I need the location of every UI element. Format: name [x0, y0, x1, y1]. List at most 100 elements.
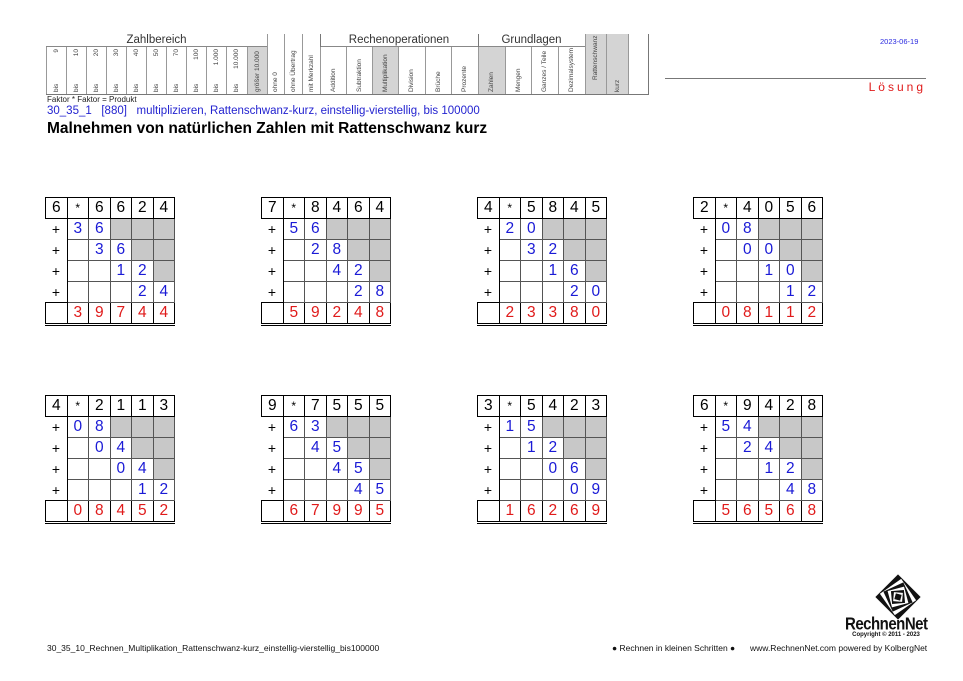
exercise-table: 6 * 6 6 2 4 + 3 6 + 3 6 — [45, 197, 175, 326]
empty-cell — [736, 458, 759, 480]
result-digit: 3 — [541, 302, 564, 326]
range-bis: bis — [92, 83, 100, 92]
range-bis: bis — [52, 83, 60, 92]
factor: 3 — [477, 395, 500, 417]
plus-sign: + — [693, 218, 716, 240]
empty-cell — [757, 479, 780, 501]
result-digit: 5 — [282, 302, 305, 326]
basics-label: Ganzes / Teile — [541, 50, 548, 92]
partial-digit: 0 — [563, 479, 586, 501]
extra-kurz: kurz — [606, 34, 628, 94]
op-label: Brüche — [434, 71, 442, 92]
solution-label: Lösung — [868, 80, 926, 94]
page-title: Malnehmen von natürlichen Zahlen mit Rat… — [47, 120, 488, 137]
partial-digit: 3 — [88, 239, 111, 261]
divider — [46, 94, 649, 95]
empty-cell — [498, 239, 521, 261]
number-digit: 6 — [800, 197, 823, 219]
op-multiplikation: Multiplikation — [372, 47, 398, 94]
plus-sign: + — [261, 458, 284, 480]
result-digit: 2 — [800, 302, 823, 326]
partial-digit: 0 — [736, 239, 759, 261]
partial-digit: 4 — [325, 458, 348, 480]
number-digit: 2 — [563, 395, 586, 417]
option-mit-merkzahl: mit Merkzahl — [302, 34, 320, 94]
shaded-cell — [584, 260, 607, 282]
range-value: 9 — [52, 49, 60, 53]
partial-digit: 1 — [109, 260, 132, 282]
partial-digit: 8 — [325, 239, 348, 261]
plus-sign: + — [261, 416, 284, 438]
shaded-cell — [800, 458, 823, 480]
shaded-cell — [800, 437, 823, 459]
option-label: ohne 0 — [272, 72, 279, 92]
result-digit: 1 — [757, 302, 780, 326]
shaded-cell — [584, 437, 607, 459]
partial-digit: 2 — [541, 437, 564, 459]
result-digit: 2 — [325, 302, 348, 326]
partial-row: + 1 5 — [477, 416, 607, 438]
empty-cell — [109, 281, 132, 303]
number-digit: 4 — [757, 395, 780, 417]
shaded-cell — [779, 416, 802, 438]
multiply-sign: * — [498, 395, 521, 417]
empty-cell — [477, 302, 500, 326]
result-digit: 9 — [347, 500, 370, 524]
basics-label: Zahlen — [488, 72, 495, 92]
factor: 4 — [477, 197, 500, 219]
result-digit: 4 — [152, 302, 175, 326]
shaded-cell — [109, 218, 132, 240]
range-bis: bis — [152, 83, 160, 92]
number-digit: 3 — [152, 395, 175, 417]
empty-cell — [109, 479, 132, 501]
basics-zahlen: Zahlen — [478, 47, 505, 94]
extra-label: Rattenschwanz — [592, 35, 599, 80]
shaded-cell — [800, 218, 823, 240]
number-digit: 1 — [131, 395, 154, 417]
number-digit: 8 — [800, 395, 823, 417]
partial-digit: 4 — [152, 281, 175, 303]
empty-cell — [66, 458, 89, 480]
exercise-table: 2 * 4 0 5 6 + 0 8 + 0 0 — [693, 197, 823, 326]
empty-cell — [520, 281, 543, 303]
number-digit: 5 — [584, 197, 607, 219]
result-digit: 0 — [584, 302, 607, 326]
empty-cell — [304, 458, 327, 480]
empty-cell — [282, 437, 305, 459]
empty-cell — [714, 479, 737, 501]
range-value: 30 — [112, 49, 120, 57]
result-row: 5 9 2 4 8 — [261, 302, 391, 326]
number-digit: 3 — [584, 395, 607, 417]
partial-digit: 8 — [800, 479, 823, 501]
partial-row: + 5 4 — [693, 416, 823, 438]
partial-row: + 0 0 — [693, 239, 823, 261]
partial-digit: 0 — [779, 260, 802, 282]
task-row: 7 * 8 4 6 4 — [261, 197, 391, 219]
partial-digit: 4 — [304, 437, 327, 459]
task-row: 2 * 4 0 5 6 — [693, 197, 823, 219]
plus-sign: + — [261, 239, 284, 261]
website-link[interactable]: www.RechnenNet.com powered by KolbergNet — [750, 643, 928, 653]
plus-sign: + — [45, 260, 68, 282]
partial-digit: 1 — [520, 437, 543, 459]
partial-row: + 1 6 — [477, 260, 607, 282]
shaded-cell — [563, 437, 586, 459]
number-digit: 6 — [88, 197, 111, 219]
empty-cell — [88, 479, 111, 501]
partial-digit: 0 — [757, 239, 780, 261]
shaded-cell — [541, 416, 564, 438]
empty-cell — [282, 239, 305, 261]
divider — [478, 46, 585, 47]
partial-row: + 1 2 — [477, 437, 607, 459]
result-digit: 9 — [304, 302, 327, 326]
result-digit: 2 — [541, 500, 564, 524]
empty-cell — [45, 302, 68, 326]
plus-sign: + — [693, 458, 716, 480]
result-digit: 4 — [131, 302, 154, 326]
result-digit: 8 — [563, 302, 586, 326]
